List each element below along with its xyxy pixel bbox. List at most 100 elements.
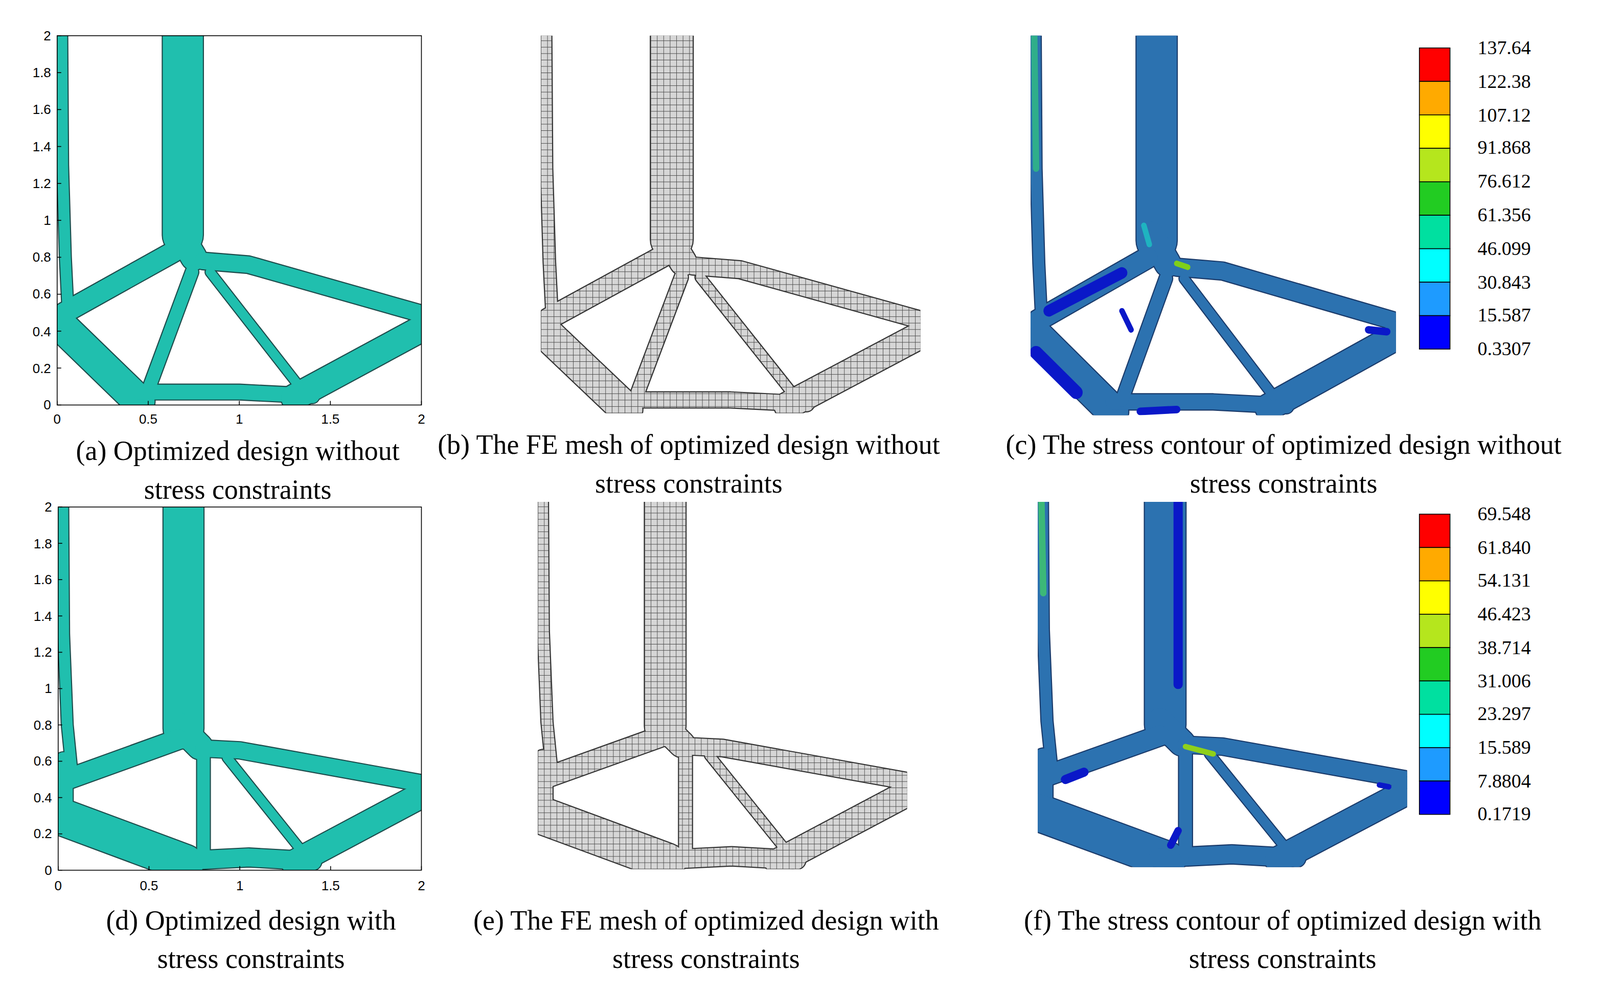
colorbar-segment bbox=[1419, 581, 1451, 615]
colorbar-value: 137.64 bbox=[1477, 36, 1531, 60]
member-outline bbox=[1037, 812, 1168, 861]
structure-member bbox=[787, 330, 921, 406]
structure-member bbox=[197, 746, 211, 856]
member-outline bbox=[545, 35, 553, 319]
member-outline bbox=[57, 322, 140, 402]
axis-tick-label: 1.4 bbox=[32, 139, 52, 155]
member-outline bbox=[293, 324, 422, 399]
tick-mark bbox=[58, 797, 63, 799]
member-outline bbox=[1177, 743, 1194, 853]
axis-tick-label: 1 bbox=[235, 411, 243, 427]
tick-mark bbox=[57, 330, 62, 332]
axis-tick-label: 0.8 bbox=[32, 249, 52, 265]
member-outline bbox=[1037, 257, 1148, 321]
member-outline bbox=[548, 256, 663, 319]
colorbar-value: 76.612 bbox=[1477, 170, 1531, 194]
tick-mark bbox=[57, 367, 62, 369]
member-outline bbox=[1122, 278, 1167, 401]
tick-mark bbox=[330, 866, 332, 871]
tick-mark bbox=[58, 542, 63, 544]
member-outline bbox=[58, 815, 186, 863]
axis-tick-label: 1.5 bbox=[321, 411, 340, 427]
stress-patch bbox=[1170, 830, 1178, 846]
structure-member bbox=[778, 788, 908, 863]
tick-mark bbox=[58, 724, 63, 726]
structure-member bbox=[1145, 501, 1186, 725]
member-outline bbox=[1277, 787, 1408, 861]
figure-caption: (b) The FE mesh of optimized design with… bbox=[433, 425, 944, 504]
structure-member bbox=[1277, 787, 1408, 861]
figure-caption: (d) Optimized design with stress constra… bbox=[87, 901, 415, 979]
design-region bbox=[57, 35, 422, 402]
structure-member bbox=[293, 324, 422, 399]
stress-patch bbox=[1140, 409, 1177, 412]
stress-patch bbox=[1065, 772, 1084, 780]
structure-member bbox=[645, 501, 686, 726]
structure-member bbox=[64, 252, 174, 313]
tick-mark bbox=[58, 761, 63, 763]
member-outline bbox=[537, 814, 668, 862]
design-region bbox=[540, 35, 921, 410]
axis-tick-label: 0 bbox=[43, 397, 51, 414]
stress-patch bbox=[1368, 329, 1387, 332]
colorbar-segment bbox=[1419, 714, 1451, 748]
axis-tick-label: 0 bbox=[44, 862, 52, 879]
stress-patch bbox=[1034, 35, 1037, 169]
colorbar-value: 38.714 bbox=[1477, 636, 1531, 659]
figure-caption: (a) Optimized design without stress cons… bbox=[66, 431, 409, 510]
structure-member bbox=[62, 507, 74, 780]
structure-member bbox=[1136, 35, 1177, 241]
colorbar-segment bbox=[1419, 215, 1451, 249]
stress-patch bbox=[1036, 352, 1077, 393]
axis-tick-label: 1.2 bbox=[33, 644, 53, 660]
structure-member bbox=[545, 35, 553, 319]
axis-tick-label: 1 bbox=[43, 212, 51, 228]
stress-patch bbox=[1122, 310, 1132, 330]
tick-mark bbox=[57, 72, 62, 74]
tick-mark bbox=[58, 833, 63, 835]
tick-mark bbox=[58, 579, 63, 581]
structure-member bbox=[163, 507, 204, 729]
axis-tick-label: 0.4 bbox=[32, 323, 52, 339]
structure-member bbox=[226, 757, 300, 849]
tick-mark bbox=[148, 866, 150, 871]
member-outline bbox=[1268, 331, 1397, 408]
colorbar-value: 46.099 bbox=[1477, 237, 1531, 261]
tick-mark bbox=[58, 652, 63, 654]
member-outline bbox=[787, 330, 921, 406]
design-contour bbox=[1037, 492, 1417, 860]
member-outline bbox=[195, 746, 211, 856]
colorbar-value: 0.3307 bbox=[1477, 337, 1531, 361]
colorbar-value: 23.297 bbox=[1477, 703, 1531, 726]
structure-member bbox=[635, 277, 682, 399]
structure-member bbox=[1179, 743, 1193, 853]
member-outline bbox=[635, 277, 682, 399]
axis-tick-label: 1.4 bbox=[33, 608, 53, 624]
figure-caption: (c) The stress contour of optimized desi… bbox=[995, 425, 1572, 504]
structure-member bbox=[650, 35, 693, 240]
colorbar-value: 61.356 bbox=[1477, 203, 1531, 227]
colorbar-segment bbox=[1419, 282, 1451, 316]
colorbar-segment bbox=[1419, 547, 1451, 581]
axis-tick-label: 0.5 bbox=[139, 411, 158, 427]
member-outline bbox=[546, 737, 660, 778]
design-plain bbox=[57, 26, 431, 402]
colorbar-value: 54.131 bbox=[1477, 569, 1531, 593]
member-outline bbox=[649, 35, 694, 240]
member-outline bbox=[1135, 35, 1178, 241]
colorbar-value: 0.1719 bbox=[1477, 803, 1531, 827]
structure-member bbox=[1209, 753, 1284, 846]
axis-tick-label: 1.8 bbox=[32, 64, 52, 81]
colorbar-value: 7.8804 bbox=[1477, 769, 1531, 793]
member-outline bbox=[226, 757, 300, 849]
stress-patch bbox=[1176, 263, 1188, 267]
tick-mark bbox=[238, 400, 240, 405]
colorbar-segment bbox=[1419, 514, 1451, 548]
structure-member bbox=[709, 755, 784, 848]
structure-member bbox=[1268, 331, 1397, 408]
colorbar-segment bbox=[1419, 781, 1451, 815]
axis-tick-label: 0.6 bbox=[32, 286, 52, 303]
colorbar-segment bbox=[1419, 115, 1451, 149]
axis-tick-label: 0.2 bbox=[32, 360, 52, 376]
tick-mark bbox=[57, 866, 59, 871]
